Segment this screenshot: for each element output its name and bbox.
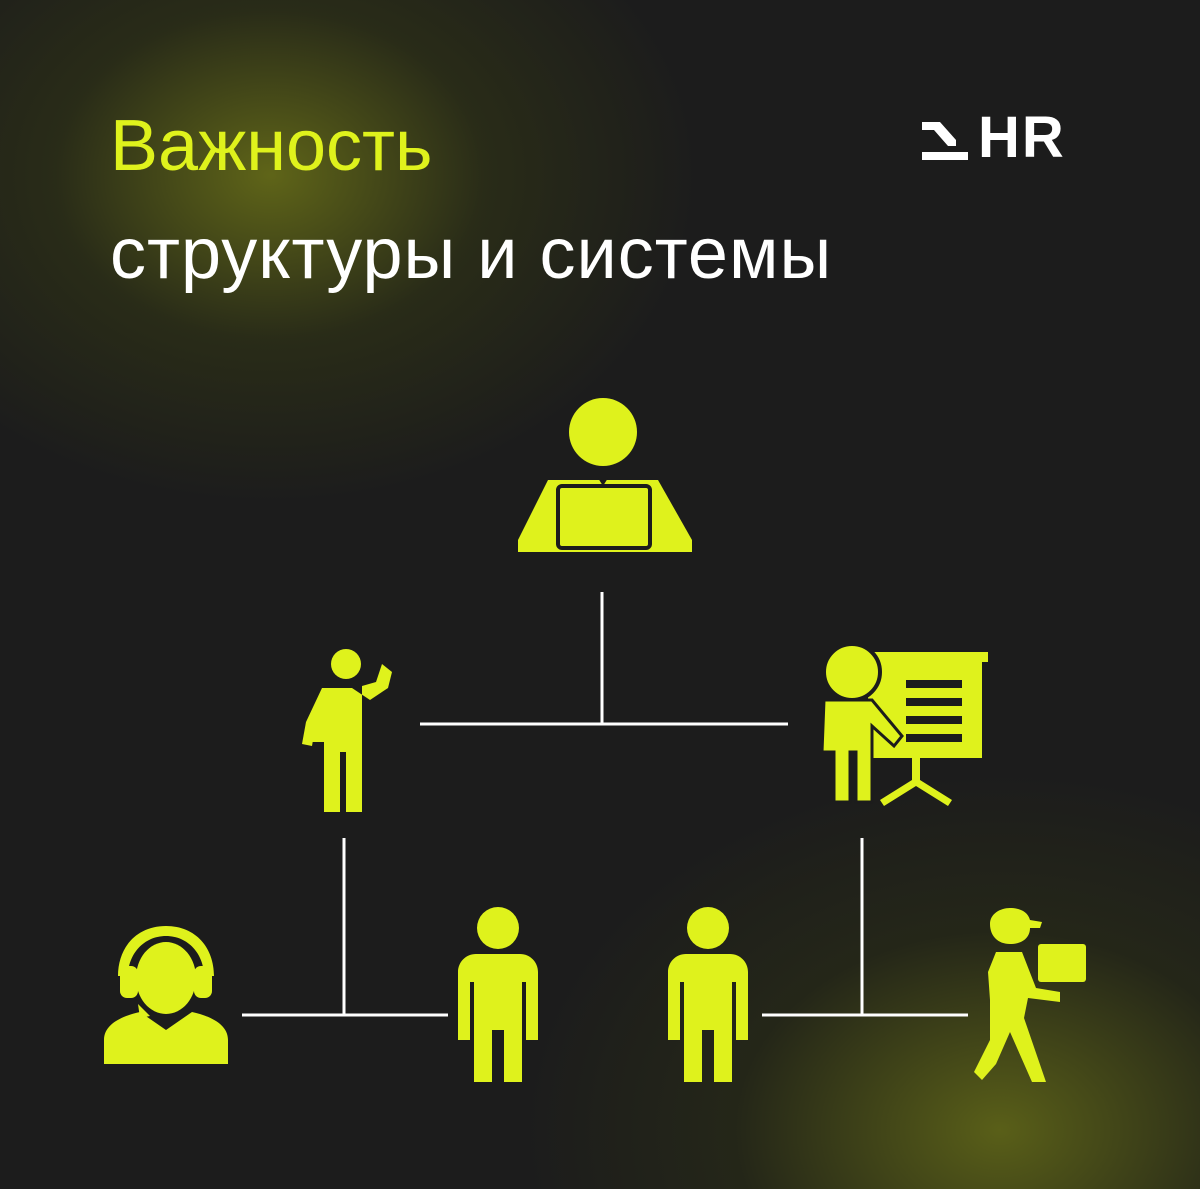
person-standing-icon — [458, 907, 538, 1082]
title-highlight: Важность — [110, 106, 433, 186]
brand-logo: HR — [918, 108, 1066, 168]
title-subline: структуры и системы — [110, 214, 833, 294]
presenter-at-board-icon — [820, 642, 988, 806]
courier-with-box-icon — [974, 908, 1086, 1082]
org-connectors — [242, 592, 968, 1017]
person-standing-icon — [668, 907, 748, 1082]
call-center-operator-icon — [104, 926, 228, 1064]
stair-step-logo-icon — [922, 122, 968, 160]
logo-text: HR — [978, 105, 1066, 170]
manager-at-laptop-icon — [518, 398, 692, 552]
person-thinking-icon — [302, 649, 392, 812]
